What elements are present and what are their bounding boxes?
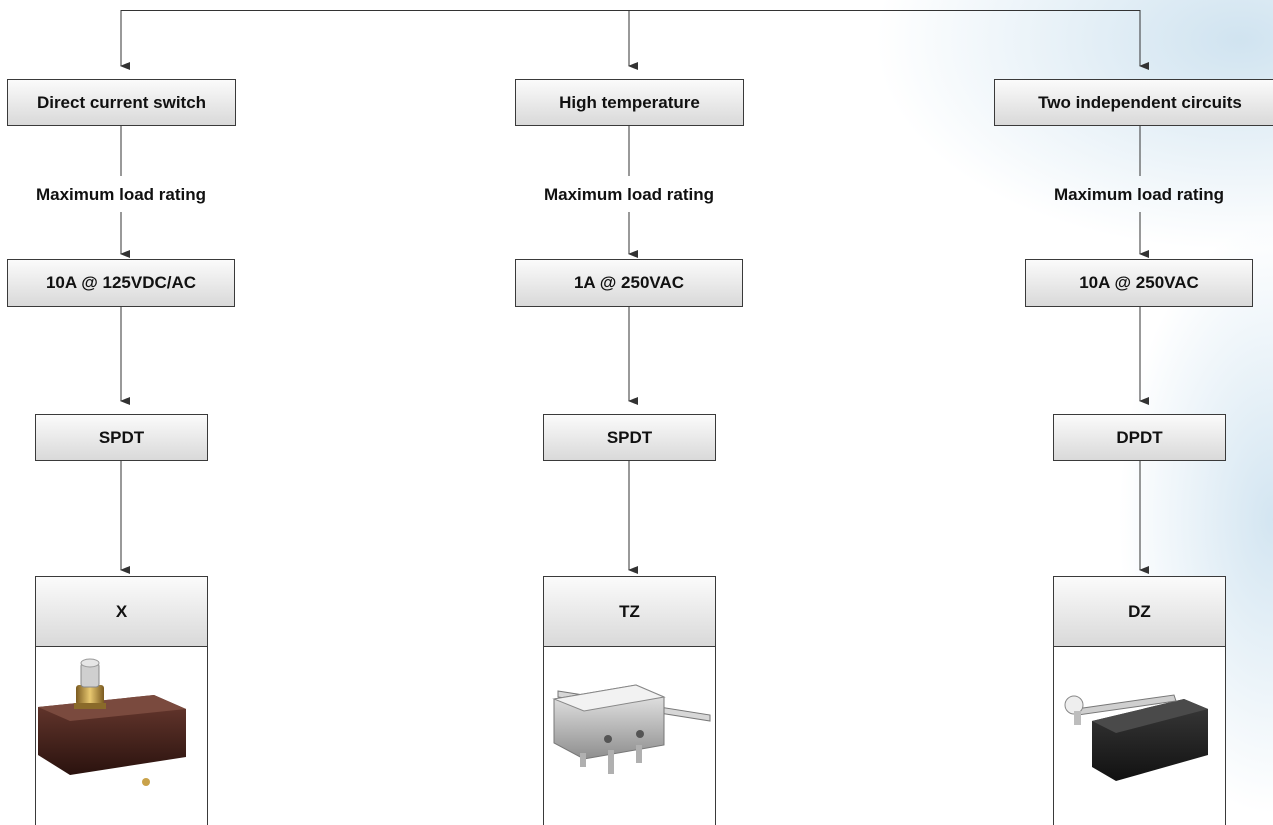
contact-type-value: DPDT bbox=[1116, 427, 1163, 447]
contact-type-box: SPDT bbox=[543, 414, 716, 461]
model-box-dz: DZ bbox=[1053, 576, 1226, 647]
model-box-x: X bbox=[35, 576, 208, 647]
rating-value: 10A @ 125VDC/AC bbox=[45, 273, 197, 292]
category-label: Two independent circuits bbox=[1038, 92, 1242, 112]
rating-box: 1A @ 250VAC bbox=[515, 259, 743, 307]
product-image-card bbox=[543, 647, 716, 825]
product-image-card bbox=[1053, 647, 1226, 825]
model-name: X bbox=[115, 601, 128, 621]
product-image-card bbox=[35, 647, 208, 825]
load-rating-label: Maximum load rating bbox=[543, 185, 715, 204]
model-name: DZ bbox=[1128, 601, 1151, 621]
rating-box: 10A @ 125VDC/AC bbox=[7, 259, 235, 307]
contact-type-value: SPDT bbox=[606, 427, 653, 447]
contact-type-box: DPDT bbox=[1053, 414, 1226, 461]
model-name: TZ bbox=[619, 601, 640, 621]
load-rating-label: Maximum load rating bbox=[1053, 185, 1225, 204]
rating-box: 10A @ 250VAC bbox=[1025, 259, 1253, 307]
contact-type-value: SPDT bbox=[98, 427, 145, 447]
category-box-high-temperature: High temperature bbox=[515, 79, 744, 126]
roller-lever-microswitch-photo bbox=[1064, 694, 1208, 781]
category-box-direct-current: Direct current switch bbox=[7, 79, 236, 126]
contact-type-box: SPDT bbox=[35, 414, 208, 461]
model-box-tz: TZ bbox=[543, 576, 716, 647]
load-rating-label: Maximum load rating bbox=[35, 185, 207, 204]
lever-microswitch-photo bbox=[552, 684, 711, 774]
category-label: High temperature bbox=[559, 92, 700, 112]
pushbutton-microswitch-photo bbox=[38, 658, 186, 786]
category-label: Direct current switch bbox=[36, 92, 207, 112]
rating-value: 10A @ 250VAC bbox=[1079, 273, 1199, 292]
category-box-two-independent-circuits: Two independent circuits bbox=[994, 79, 1273, 126]
rating-value: 1A @ 250VAC bbox=[573, 273, 685, 292]
